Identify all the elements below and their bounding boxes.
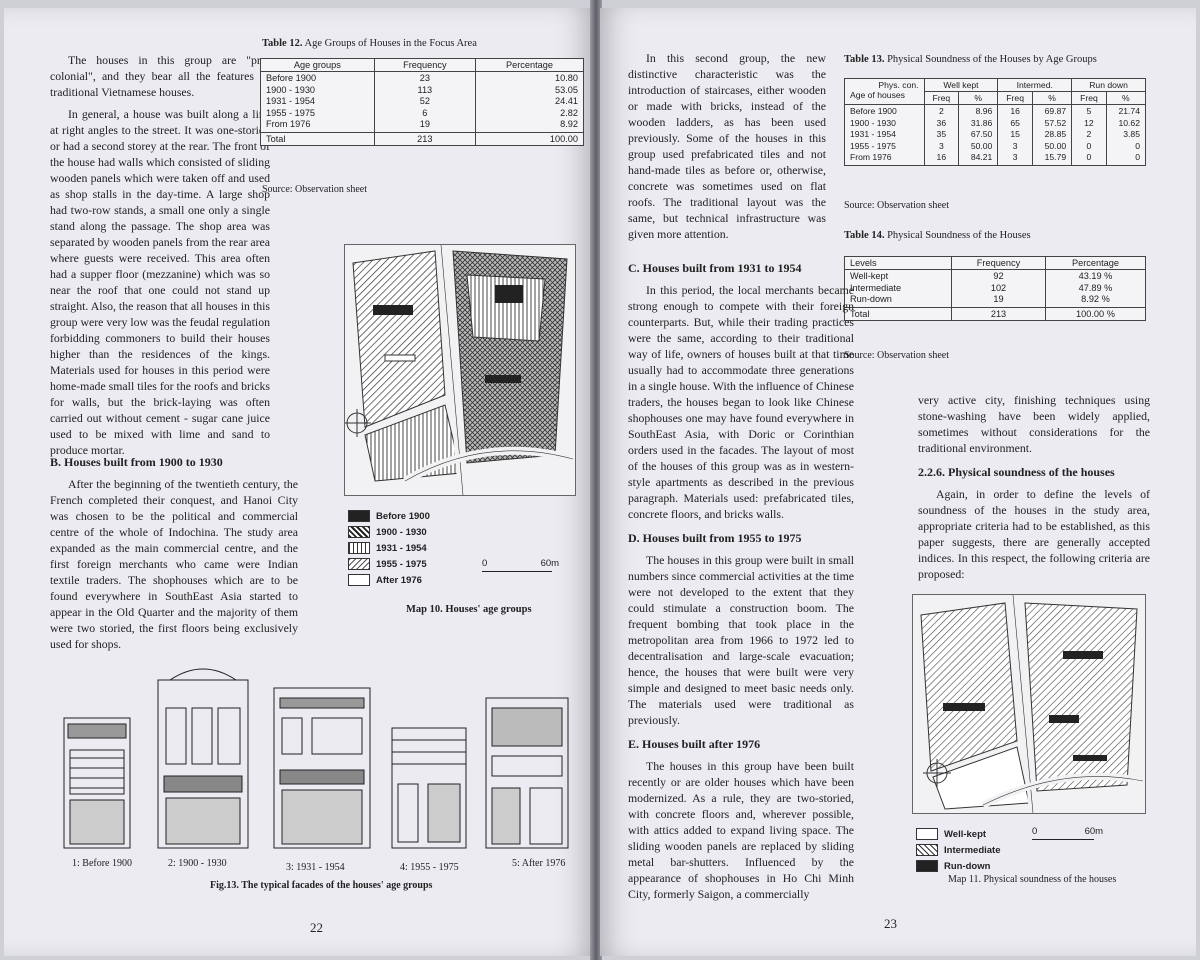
- map10-scale: 0 60m: [482, 558, 559, 572]
- table12-age-col: Before 1900 1900 - 1930 1931 - 1954 1955…: [260, 71, 375, 133]
- legend-swatch-1955-1975: [348, 558, 370, 570]
- legend-swatch-run-down: [916, 860, 938, 872]
- right-column-text: very active city, finishing techniques u…: [918, 392, 1150, 588]
- section-b-paragraph: After the beginning of the twentieth cen…: [50, 477, 298, 651]
- table14-total-row: Total 213 100.00 %: [843, 306, 1147, 321]
- page-number-22: 22: [310, 920, 323, 935]
- section-b-heading: B. Houses built from 1900 to 1930: [50, 455, 223, 469]
- fig13-label-4: 4: 1955 - 1975: [400, 862, 459, 873]
- table-13: Phys. con. Age of houses Well kept Inter…: [844, 78, 1147, 166]
- section-d-paragraph: The houses in this group were built in s…: [628, 553, 854, 727]
- legend-swatch-well-kept: [916, 828, 938, 840]
- fig13-label-3: 3: 1931 - 1954: [286, 862, 345, 873]
- stone-washing-paragraph: very active city, finishing techniques u…: [918, 393, 1150, 455]
- map10-legend: Before 1900 1900 - 1930 1931 - 1954 1955…: [348, 510, 430, 590]
- table12-header-age: Age groups: [260, 58, 375, 72]
- map-11-drawing: [913, 594, 1145, 814]
- section-c-heading: C. Houses built from 1931 to 1954: [628, 261, 802, 275]
- book-gutter: [590, 0, 602, 960]
- fig13-caption: Fig.13. The typical facades of the house…: [210, 880, 433, 891]
- legend-swatch-1931-1954: [348, 542, 370, 554]
- section-226-paragraph: Again, in order to define the levels of …: [918, 487, 1150, 581]
- fig13-facades-drawing: [63, 668, 569, 849]
- table12-frequency-col: 23 113 52 6 19: [373, 71, 477, 133]
- map-10-drawing: [343, 244, 575, 496]
- section-c-paragraph: In this period, the local merchants beca…: [628, 283, 854, 521]
- map-10-age-groups: [343, 244, 576, 496]
- second-group-paragraph: In this second group, the new distinctiv…: [628, 51, 826, 241]
- table12-total-row: Total 213 100.00: [260, 131, 584, 146]
- legend-swatch-after-1976: [348, 574, 370, 586]
- table12-header-frequency: Frequency: [373, 58, 477, 72]
- table14-source: Source: Observation sheet: [844, 350, 949, 361]
- table12-percentage-col: 10.80 53.05 24.41 2.82 8.92: [475, 71, 584, 133]
- section-e-paragraph: The houses in this group have been built…: [628, 759, 854, 901]
- table13-source: Source: Observation sheet: [844, 200, 949, 211]
- legend-swatch-intermediate: [916, 844, 938, 856]
- map11-caption: Map 11. Physical soundness of the houses: [948, 874, 1117, 885]
- legend-swatch-1900-1930: [348, 526, 370, 538]
- sections-c-d-e: C. Houses built from 1931 to 1954 In thi…: [628, 252, 854, 908]
- section-e-heading: E. Houses built after 1976: [628, 737, 761, 751]
- map11-legend: Well-kept Intermediate Run-down: [916, 828, 1001, 876]
- legend-swatch-before-1900: [348, 510, 370, 522]
- left-page: The houses in this group are "pre-coloni…: [4, 8, 592, 956]
- table13-corner: Phys. con. Age of houses: [844, 78, 925, 105]
- fig13-label-1: 1: Before 1900: [72, 858, 132, 869]
- table13-title: Table 13. Physical Soundness of the Hous…: [844, 54, 1097, 65]
- section-d-heading: D. Houses built from 1955 to 1975: [628, 531, 802, 545]
- right-top-text: In this second group, the new distinctiv…: [628, 50, 826, 248]
- map-11-soundness: [912, 594, 1146, 814]
- section-b-block: B. Houses built from 1900 to 1930 After …: [50, 446, 298, 658]
- map11-scale: 0 60m: [1032, 826, 1103, 840]
- fig13-label-2: 2: 1900 - 1930: [168, 858, 227, 869]
- page-number-23: 23: [884, 916, 897, 931]
- table12-title: Table 12. Age Groups of Houses in the Fo…: [262, 38, 477, 49]
- table-12: Age groups Frequency Percentage Before 1…: [260, 58, 584, 146]
- right-page: In this second group, the new distinctiv…: [600, 8, 1196, 956]
- table12-source: Source: Observation sheet: [262, 184, 367, 195]
- section-226-heading: 2.2.6. Physical soundness of the houses: [918, 465, 1115, 479]
- intro-paragraph-2: In general, a house was built along a li…: [50, 107, 270, 457]
- fig13-label-5: 5: After 1976: [512, 858, 566, 869]
- intro-text-block: The houses in this group are "pre-coloni…: [50, 52, 270, 464]
- table12-header-percentage: Percentage: [475, 58, 584, 72]
- map10-caption: Map 10. Houses' age groups: [406, 604, 532, 615]
- intro-paragraph-1: The houses in this group are "pre-coloni…: [50, 53, 270, 99]
- table14-title: Table 14. Physical Soundness of the Hous…: [844, 230, 1031, 241]
